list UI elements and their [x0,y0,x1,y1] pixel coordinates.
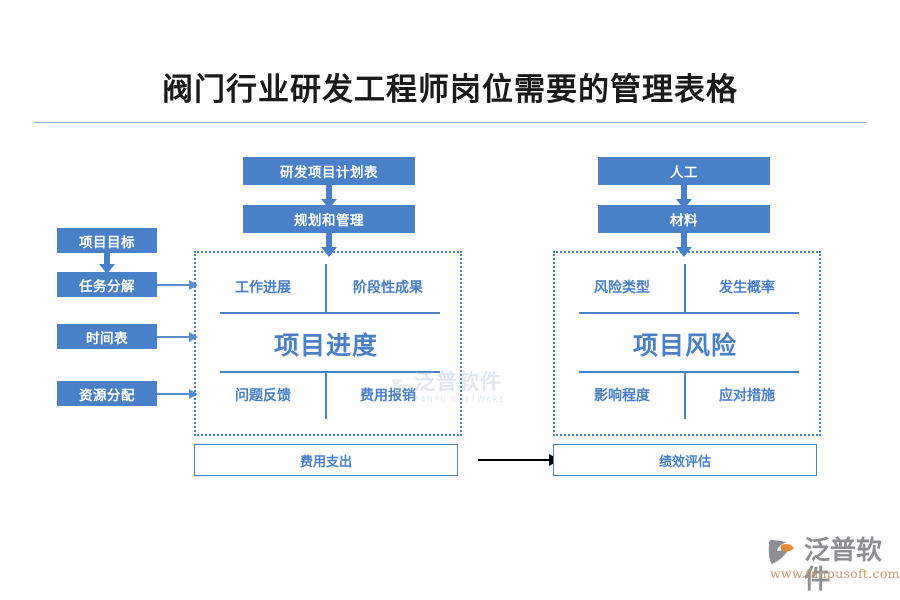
box-label: 费用支出 [299,454,352,470]
fanpu-logo-icon [768,539,794,564]
panel-project-progress [194,251,462,436]
arrow-down-labor-to-material [676,185,692,209]
panel-divider-top [220,312,440,314]
box-task-breakdown[interactable]: 任务分解 [57,272,157,297]
panel-divider-top-right [579,312,799,314]
box-expense-output[interactable]: 费用支出 [194,444,458,476]
cell-work-progress[interactable]: 工作进展 [235,280,291,296]
box-rd-project-plan[interactable]: 研发项目计划表 [243,157,415,185]
page-title: 阀门行业研发工程师岗位需要的管理表格 [162,72,738,108]
panel-project-risk [553,251,821,436]
box-performance-evaluation[interactable]: 绩效评估 [553,444,817,476]
panel-title-project-risk: 项目风险 [632,331,737,360]
box-labor[interactable]: 人工 [598,157,770,185]
logo-text-url: www.fanpusoft.com [770,566,900,581]
arrow-down-goal-to-task [99,253,115,274]
brand-logo: 泛普软件 www.fanpusoft.com [768,537,900,594]
arrow-right-task-to-panel [157,280,198,290]
cell-issue-feedback[interactable]: 问题反馈 [235,388,291,404]
arrow-right-expense-to-evaluation [478,454,560,466]
arrow-right-schedule-to-panel [157,332,198,342]
box-planning-management[interactable]: 规划和管理 [243,205,415,233]
arrow-down-manage-to-panel [321,233,337,257]
cell-risk-type[interactable]: 风险类型 [594,280,650,296]
cell-occurrence-probability[interactable]: 发生概率 [719,280,775,296]
panel-vrule-bottom-right [684,371,686,419]
cell-expense-claim[interactable]: 费用报销 [360,388,416,404]
panel-vrule-bottom [325,371,327,419]
box-schedule[interactable]: 时间表 [57,324,157,349]
panel-vrule-top-right [684,264,686,312]
box-resource-allocation[interactable]: 资源分配 [57,381,157,406]
box-label: 时间表 [86,330,128,347]
panel-vrule-top [325,264,327,312]
box-project-goal[interactable]: 项目目标 [57,228,157,253]
box-label: 研发项目计划表 [280,165,378,181]
box-label: 材料 [670,213,698,229]
panel-title-project-progress: 项目进度 [273,331,378,360]
box-label: 资源分配 [79,387,135,404]
cell-phase-results[interactable]: 阶段性成果 [353,280,423,296]
box-label: 项目目标 [79,234,135,251]
logo-text-cn: 泛普软件 [804,536,883,595]
box-label: 任务分解 [79,278,135,295]
title-divider [34,122,866,123]
panel-divider-bottom [220,371,440,373]
box-label: 绩效评估 [658,454,711,470]
box-material[interactable]: 材料 [598,205,770,233]
arrow-down-material-to-panel [676,233,692,257]
arrow-down-plan-to-manage [321,185,337,209]
panel-divider-bottom-right [579,371,799,373]
cell-countermeasures[interactable]: 应对措施 [719,388,775,404]
arrow-right-resource-to-panel [157,389,198,399]
cell-impact-degree[interactable]: 影响程度 [594,388,650,404]
box-label: 规划和管理 [294,213,364,229]
box-label: 人工 [670,165,698,181]
